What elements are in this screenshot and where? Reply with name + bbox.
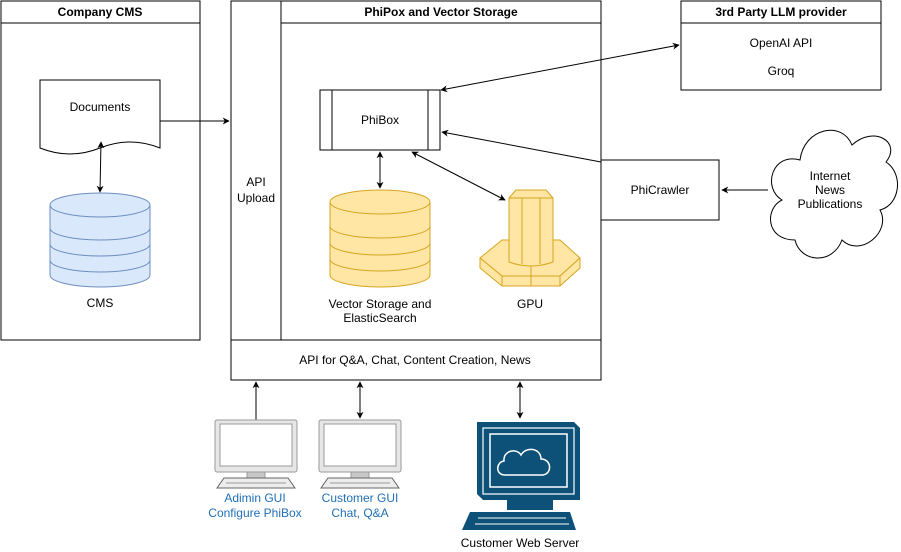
llm-provider-panel: 3rd Party LLM provider OpenAI API Groq: [680, 0, 882, 91]
api-upload-line1: API: [246, 175, 265, 189]
gpu-label: GPU: [517, 297, 543, 311]
customer-gui-line2: Chat, Q&A: [331, 506, 388, 520]
connectors: [96, 42, 768, 420]
gpu-icon: [479, 189, 581, 287]
arrow-documents-cms: [96, 141, 105, 193]
cloud-line1: Internet: [810, 169, 851, 183]
admin-monitor-icon: [214, 419, 298, 489]
phibox-label: PhiBox: [361, 113, 399, 127]
api-upload-line2: Upload: [237, 191, 275, 205]
company-cms-title: Company CMS: [58, 5, 143, 19]
storage-label-line2: ElasticSearch: [343, 311, 416, 325]
cloud-line2: News: [815, 183, 845, 197]
phibox-process: PhiBox: [319, 89, 441, 151]
phibox-panel-title: PhiPox and Vector Storage: [364, 5, 518, 19]
arrow-crawler-to-phibox: [441, 129, 602, 163]
document-icon: [39, 79, 161, 155]
web-server-computer-icon: [462, 422, 580, 530]
storage-label-line1: Vector Storage and: [329, 297, 432, 311]
phibox-panel: PhiPox and Vector Storage API Upload Phi…: [230, 0, 602, 381]
database-icon: [49, 192, 151, 288]
company-cms-panel: Company CMS Documents CMS: [0, 0, 201, 341]
arrow-phibox-gpu: [411, 151, 506, 201]
llm-panel-title: 3rd Party LLM provider: [715, 5, 847, 19]
customer-gui-line1: Customer GUI: [322, 491, 399, 505]
admin-gui-line2: Configure PhiBox: [208, 506, 301, 520]
phicrawler-box: PhiCrawler: [600, 159, 720, 221]
documents-label: Documents: [70, 100, 131, 114]
cms-label: CMS: [87, 296, 114, 310]
storage-cylinder-icon: [329, 189, 431, 288]
api-bar-label: API for Q&A, Chat, Content Creation, New…: [299, 353, 530, 367]
customer-monitor-icon: [318, 419, 402, 489]
llm-provider-openai: OpenAI API: [750, 36, 813, 50]
web-server-label: Customer Web Server: [461, 536, 579, 550]
arrow-phibox-llm: [440, 42, 680, 93]
llm-provider-groq: Groq: [768, 64, 795, 78]
cloud-line3: Publications: [798, 197, 863, 211]
admin-gui-line1: Adimin GUI: [224, 491, 285, 505]
cloud-icon: Internet News Publications: [770, 129, 898, 259]
phicrawler-label: PhiCrawler: [631, 183, 690, 197]
